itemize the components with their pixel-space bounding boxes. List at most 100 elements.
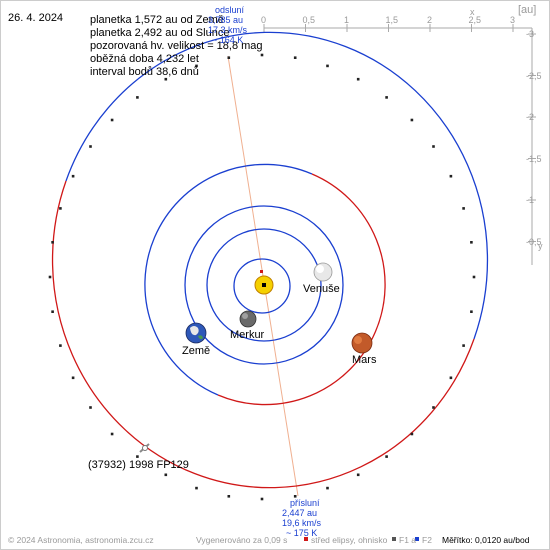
- asteroid-orbit-point: [410, 118, 414, 122]
- right-scale-tick-label: -2,5: [526, 70, 542, 81]
- asteroid-orbit-point: [164, 77, 168, 81]
- venus-planet: [313, 262, 333, 282]
- perihelion-speed: 19,6 km/s: [282, 518, 322, 528]
- venus-label: Venuše: [303, 283, 340, 295]
- legend-center-marker: [304, 537, 308, 541]
- top-scale-tick-label: 1,5: [385, 15, 399, 25]
- asteroid-orbit-point: [71, 376, 75, 380]
- asteroid-orbit-point: [89, 145, 92, 148]
- mars-orbit-far: [144, 163, 313, 396]
- asteroid-orbit-point: [51, 241, 54, 244]
- asteroid-orbit-far: [65, 31, 489, 340]
- earth-planet: [185, 322, 207, 344]
- info-period: oběžná doba 4,232 let: [90, 53, 199, 65]
- asteroid-orbit-points: [48, 53, 476, 501]
- asteroid-orbit-point: [462, 344, 465, 347]
- right-scale-tick-label: -2: [526, 112, 535, 122]
- asteroid-orbit-point: [260, 497, 264, 501]
- info-distance-sun: planetka 2,492 au od Slunce: [90, 27, 230, 39]
- venus-orbit: [206, 228, 322, 342]
- perihelion-label: přísluní: [290, 498, 320, 508]
- asteroid-orbit-point: [470, 310, 473, 313]
- asteroid-orbit-point: [227, 495, 231, 498]
- perihelion-temp: ~ 175 K: [286, 528, 318, 538]
- asteroid-label: (37932) 1998 FP129: [88, 459, 189, 471]
- mercury-orbit: [233, 258, 291, 314]
- asteroid-orbit-point: [449, 376, 453, 380]
- asteroid-orbit-point: [470, 241, 473, 244]
- asteroid-orbit-point: [51, 310, 54, 313]
- scale-y-label: y: [538, 241, 543, 251]
- top-scale-tick-label: 2: [427, 15, 433, 25]
- asteroid-orbit-point: [385, 455, 388, 458]
- asteroid-orbit-point: [164, 473, 168, 477]
- aphelion-distance: 3,785 au: [208, 15, 244, 25]
- asteroid-orbit-point: [71, 174, 75, 178]
- asteroid-orbit-point: [59, 344, 62, 347]
- asteroid-orbit-point: [195, 64, 198, 68]
- legend-f2-marker: [415, 537, 419, 541]
- aphelion-speed: 17,3 km/s: [208, 25, 248, 35]
- scale-rulers: [263, 24, 536, 265]
- asteroid-orbit-point: [110, 118, 114, 122]
- mars-label: Mars: [352, 354, 377, 366]
- asteroid-orbit-point: [472, 275, 476, 279]
- asteroid-orbit-point: [260, 53, 264, 57]
- asteroid-orbit-point: [227, 56, 231, 59]
- asteroid-orbit-point: [326, 64, 329, 68]
- earth-orbit: [184, 205, 344, 365]
- top-scale-tick-label: 2,5: [468, 15, 482, 25]
- right-scale-tick-label: -0,5: [526, 236, 542, 247]
- earth-label: Země: [182, 345, 211, 357]
- footer-generated: Vygenerováno za 0,09 s: [196, 535, 288, 545]
- date: 26. 4. 2024: [8, 12, 64, 24]
- asteroid-orbit-point: [293, 56, 297, 59]
- scale-unit: [au]: [518, 4, 537, 16]
- footer-scale: Měřítko: 0,0120 au/bod: [442, 535, 530, 545]
- scale-x-label: x: [470, 7, 475, 17]
- right-scale-tick-label: -1,5: [526, 153, 542, 164]
- mars-planet: [351, 332, 373, 354]
- footer-legend-f1: F1 a: [399, 535, 417, 545]
- asteroid-orbit-point: [136, 455, 139, 458]
- asteroid-orbit-point: [385, 96, 388, 99]
- asteroid-orbit-point: [136, 96, 139, 99]
- asteroid-orbit-point: [59, 207, 62, 210]
- info-interval: interval bodů 38,6 dnů: [90, 66, 199, 78]
- aphelion-label: odsluní: [215, 5, 245, 15]
- asteroid-orbit-point: [356, 473, 360, 477]
- footer-legend-f2: F2: [422, 535, 432, 545]
- top-scale-tick-label: 3: [510, 15, 516, 25]
- asteroid-orbit-point: [48, 275, 52, 279]
- asteroid-orbit-point: [89, 406, 92, 409]
- perihelion-distance: 2,447 au: [282, 508, 318, 518]
- right-scale-tick-label: -1: [526, 195, 535, 205]
- mars-orbit-near: [217, 173, 386, 406]
- asteroid-orbit-point: [195, 486, 198, 490]
- asteroid-orbit-point: [356, 77, 360, 81]
- mercury-label: Merkur: [230, 329, 265, 341]
- asteroid-orbit-point: [462, 207, 465, 210]
- asteroid-orbit-point: [326, 486, 329, 490]
- top-scale-tick-label: 0: [261, 15, 267, 25]
- asteroid-orbit-point: [110, 432, 114, 436]
- info-distance-earth: planetka 1,572 au od Země: [90, 14, 224, 26]
- info-magnitude: pozorovaná hv. velikost = 18,8 mag: [90, 40, 263, 52]
- top-scale-tick-label: 0,5: [302, 15, 316, 25]
- asteroid-orbit-point: [432, 406, 435, 409]
- legend-f1-marker: [392, 537, 396, 541]
- footer-copyright: © 2024 Astronomia, astronomia.zcu.cz: [8, 535, 154, 545]
- mercury-orbit-center-marker: [260, 270, 263, 273]
- right-scale-tick-label: -3: [526, 29, 535, 39]
- asteroid-marker: [139, 443, 150, 453]
- asteroid-orbit-point: [432, 145, 435, 148]
- footer-legend-center: střed elipsy, ohnisko: [311, 535, 388, 545]
- aphelion-temp: ~ 164 K: [212, 35, 244, 45]
- top-scale-tick-label: 1: [344, 15, 350, 25]
- asteroid-orbit-point: [449, 174, 453, 178]
- mercury-planet: [239, 310, 257, 328]
- asteroid-orbit-near: [51, 180, 475, 489]
- sun-focus-marker: [262, 283, 266, 287]
